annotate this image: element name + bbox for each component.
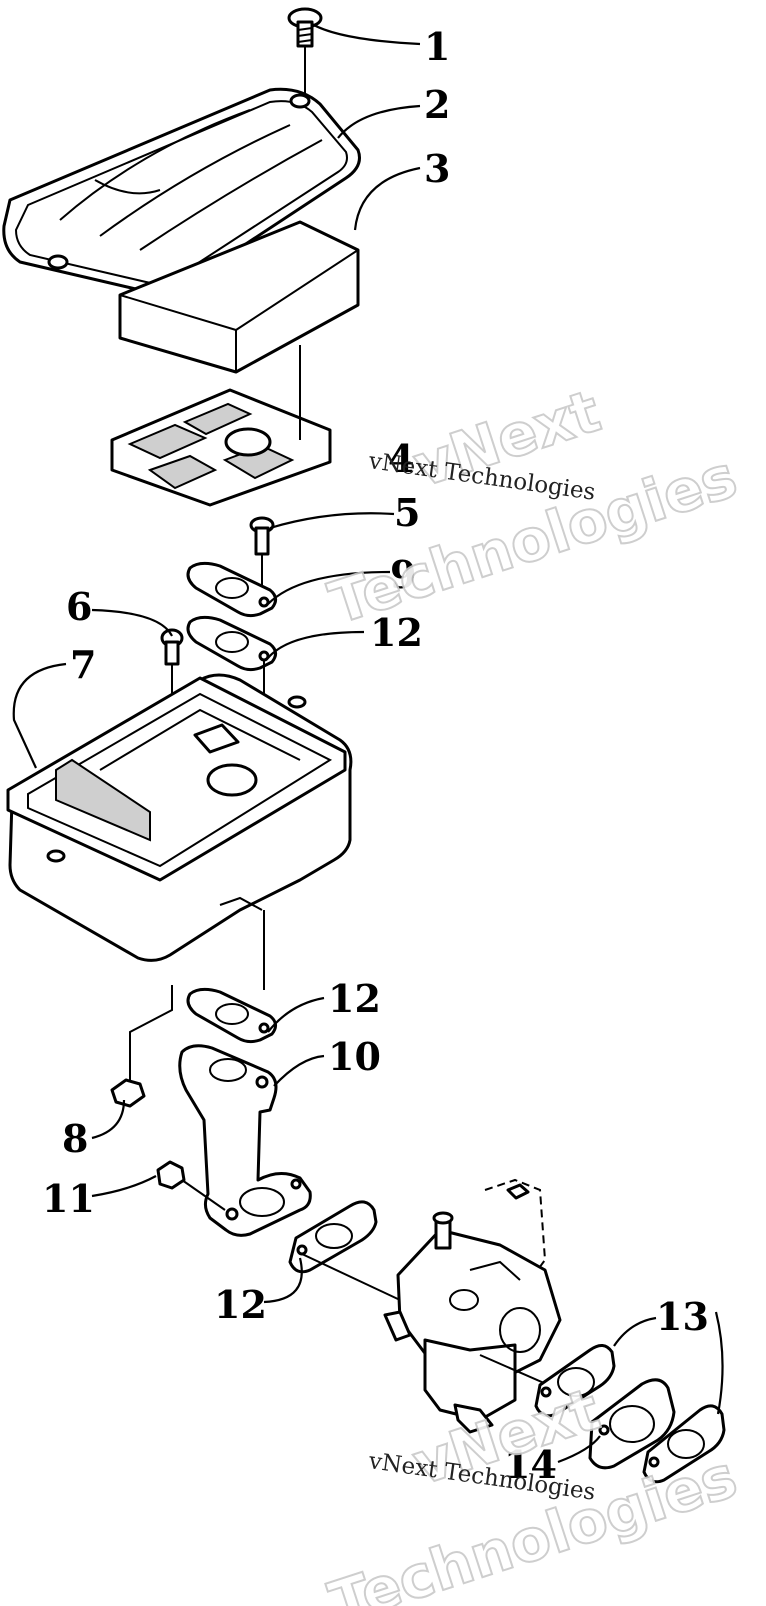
watermark-upper: vNext Technologies vNext Technologies [320,376,745,639]
callout-1: 1 [424,24,450,69]
callout-9: 9 [390,552,416,597]
nut-part-8 [110,985,173,1108]
nut-part-11 [156,1160,226,1211]
callout-14: 14 [504,1442,557,1487]
callout-4: 4 [388,436,414,481]
gasket-part-13-a [534,1344,616,1418]
gasket-part-12-upper [186,615,277,800]
bolt-part-5 [249,516,275,602]
foam-filter-part-3 [118,220,360,374]
intake-elbow-part-10 [178,1044,312,1237]
callout-12-upper: 12 [370,610,423,655]
filter-grid-part-4 [110,345,332,507]
gasket-part-13-b [642,1404,726,1484]
callout-8: 8 [62,1116,88,1161]
callout-12-middle: 12 [328,976,381,1021]
carburetor [383,1178,562,1434]
callout-7: 7 [70,642,96,687]
air-cleaner-cover-part-2 [2,87,361,296]
gasket-part-12-middle [186,910,277,1044]
callout-numbers: 1 2 3 4 5 9 6 12 7 12 10 8 11 12 13 14 [42,24,709,1487]
callout-6: 6 [66,584,92,629]
callout-3: 3 [424,146,450,191]
callout-11: 11 [42,1176,95,1221]
screw-part-1 [287,7,323,96]
air-cleaner-base-part-7 [6,673,353,962]
callout-5: 5 [394,490,420,535]
gasket-part-12-lower [288,1200,401,1301]
callout-2: 2 [424,82,450,127]
watermark-lower: vNext Technologies vNext Technologies [320,1374,745,1606]
leader-lines [12,23,724,1464]
callout-13: 13 [656,1294,709,1339]
insulator-part-14 [588,1378,676,1470]
callout-10: 10 [328,1034,381,1079]
gasket-part-9 [186,561,277,618]
callout-12-lower: 12 [214,1282,267,1327]
